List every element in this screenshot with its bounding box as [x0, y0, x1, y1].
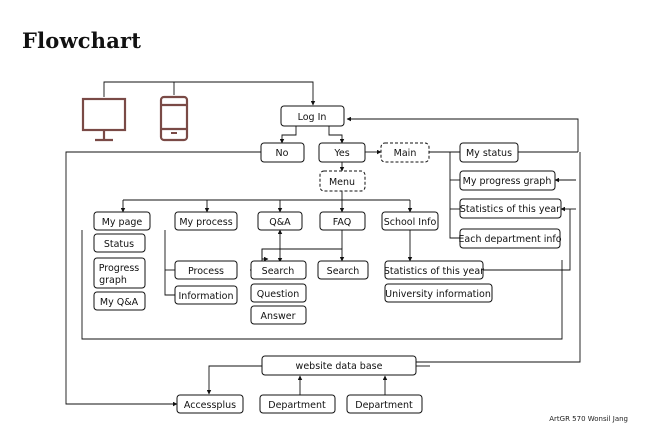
node-my-process-label: My process [179, 217, 232, 228]
node-school-info: School Info [381, 211, 439, 231]
node-process: Process [174, 260, 238, 280]
node-faq: FAQ [319, 211, 366, 231]
node-my-progress-graph: My progress graph [459, 170, 556, 191]
node-no: No [260, 142, 305, 163]
page-title: Flowchart [22, 28, 142, 53]
node-each-department: Each department info [458, 228, 562, 249]
node-statistics-school: Statistics of this year [384, 260, 484, 280]
node-accessplus-label: Accessplus [184, 400, 236, 411]
node-university-info-label: University information [385, 289, 491, 300]
node-my-status-label: My status [466, 148, 512, 159]
node-progress-graph-label-1: Progress [99, 263, 140, 274]
node-website-db-label: website data base [296, 361, 383, 372]
node-yes-label: Yes [333, 148, 349, 159]
node-each-department-label: Each department info [458, 234, 561, 245]
node-login: Log In [280, 105, 345, 127]
node-accessplus: Accessplus [176, 394, 244, 414]
node-statistics-school-label: Statistics of this year [384, 266, 484, 277]
node-main: Main [380, 142, 430, 163]
node-website-db: website data base [261, 355, 417, 376]
node-university-info: University information [384, 283, 493, 303]
node-department-2-label: Department [355, 400, 413, 411]
phone-icon [159, 95, 189, 142]
node-question: Question [250, 283, 307, 303]
node-search-qa-label: Search [262, 266, 295, 277]
node-my-page: My page [93, 211, 151, 231]
edge-main-loop [81, 230, 563, 340]
node-qa: Q&A [257, 211, 303, 231]
edge-login-to-yes [328, 126, 345, 144]
node-login-label: Log In [298, 112, 327, 123]
node-progress-graph-label-2: graph [99, 275, 127, 286]
node-my-page-label: My page [102, 217, 143, 228]
node-information: Information [174, 285, 238, 305]
edge-status-back [346, 116, 579, 152]
node-department-1: Department [259, 394, 336, 414]
node-question-label: Question [257, 289, 300, 300]
node-search-faq-label: Search [327, 266, 360, 277]
node-information-label: Information [179, 291, 234, 302]
node-answer: Answer [250, 305, 307, 325]
node-my-process: My process [174, 211, 238, 231]
node-my-qa-label: My Q&A [100, 297, 139, 308]
edge-db-to-accessplus [206, 365, 262, 395]
node-my-qa: My Q&A [93, 291, 146, 311]
node-statistics-right-label: Statistics of this year [460, 204, 560, 215]
edge-monitor-to-login [103, 81, 316, 106]
node-school-info-label: School Info [384, 217, 437, 228]
node-faq-label: FAQ [333, 217, 351, 228]
node-statistics-right: Statistics of this year [459, 198, 562, 219]
node-answer-label: Answer [261, 311, 296, 322]
node-my-progress-graph-label: My progress graph [463, 176, 552, 187]
author-credit: ArtGR 570 Wonsil Jang [549, 415, 628, 423]
node-my-status: My status [459, 142, 519, 163]
node-yes: Yes [318, 142, 366, 163]
edges [65, 81, 581, 407]
node-qa-label: Q&A [269, 217, 291, 228]
node-department-1-label: Department [268, 400, 326, 411]
node-main-label: Main [394, 148, 417, 159]
node-process-label: Process [188, 266, 224, 277]
node-status: Status [93, 233, 146, 253]
node-no-label: No [276, 148, 289, 159]
node-search-qa: Search [250, 260, 307, 280]
node-status-label: Status [104, 239, 134, 250]
edge-login-to-no [279, 126, 297, 144]
node-search-faq: Search [317, 260, 369, 280]
nodes: Log In No Yes Main Menu My status My pro… [93, 105, 562, 414]
node-menu-label: Menu [329, 177, 355, 188]
node-menu: Menu [319, 170, 366, 192]
edge-no-to-accessplus [65, 151, 261, 407]
monitor-icon [81, 97, 127, 142]
node-department-2: Department [346, 394, 423, 414]
